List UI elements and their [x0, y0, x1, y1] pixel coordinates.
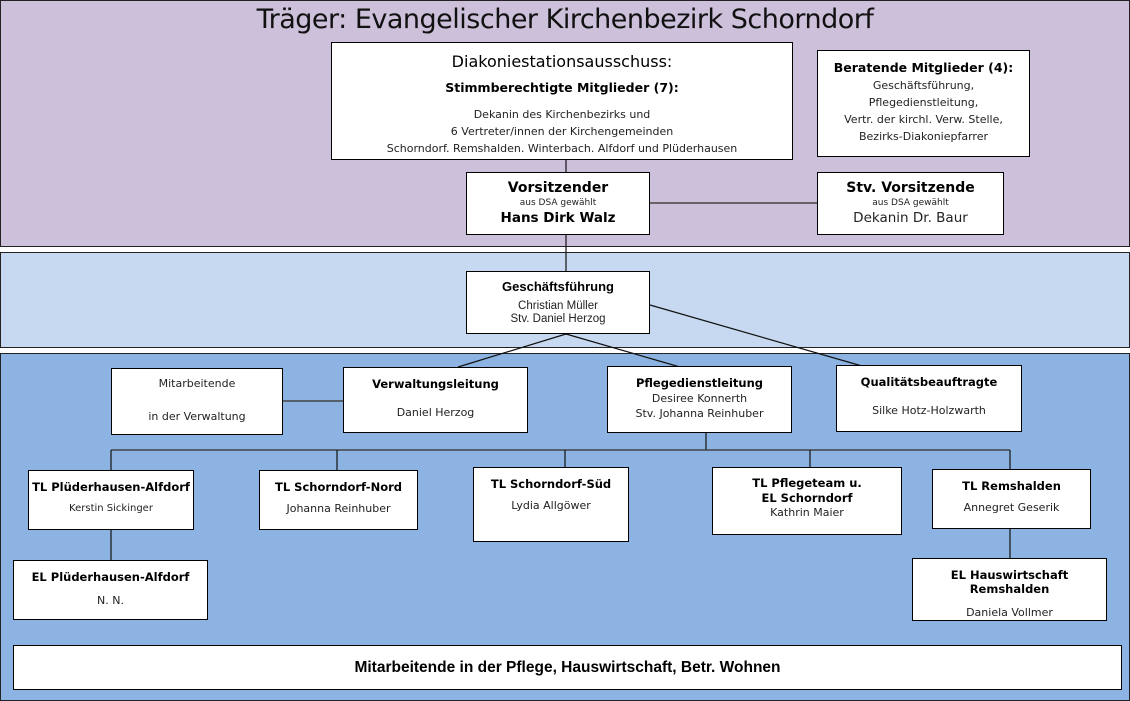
advisory-line: Pflegedienstleitung, — [868, 96, 979, 109]
quality-name: Silke Hotz-Holzwarth — [872, 404, 986, 417]
team-lead-name: Johanna Reinhuber — [286, 502, 391, 515]
unit-lead-heading: EL Plüderhausen-Alfdorf — [31, 570, 190, 584]
advisory-line: Vertr. der kirchl. Verw. Stelle, — [844, 113, 1003, 126]
management-deputy: Stv. Daniel Herzog — [510, 313, 606, 325]
team-lead-heading: TL Pflegeteam u. — [752, 476, 862, 490]
team-lead-heading: TL Plüderhausen-Alfdorf — [32, 480, 190, 494]
advisory-box: Beratende Mitglieder (4): Geschäftsführu… — [817, 50, 1030, 157]
chair-heading: Vorsitzender — [507, 180, 609, 196]
care-lead-deputy: Stv. Johanna Reinhuber — [635, 407, 764, 420]
team-lead-heading-2: EL Schorndorf — [761, 491, 853, 505]
chair-note: aus DSA gewählt — [519, 198, 597, 208]
team-lead-name: Kerstin Sickinger — [69, 503, 153, 514]
unit-lead-heading: EL Hauswirtschaft Remshalden — [950, 568, 1069, 596]
vice-chair-name: Dekanin Dr. Baur — [853, 210, 968, 226]
vice-chair-heading: Stv. Vorsitzende — [846, 180, 975, 196]
dsa-line: Schorndorf. Remshalden. Winterbach. Alfd… — [386, 142, 738, 155]
unit-lead-name: N. N. — [97, 594, 124, 607]
admin-staff-line: in der Verwaltung — [148, 410, 246, 423]
team-lead-name: Annegret Geserik — [963, 501, 1060, 514]
vice-chair-note: aus DSA gewählt — [872, 198, 949, 208]
advisory-heading: Beratende Mitglieder (4): — [833, 60, 1014, 75]
team-lead-name: Lydia Allgöwer — [511, 499, 591, 512]
vice-chair-box: Stv. Vorsitzende aus DSA gewählt Dekanin… — [817, 172, 1004, 235]
care-lead-name: Desiree Konnerth — [651, 392, 748, 405]
unit-lead-box: EL Plüderhausen-Alfdorf N. N. — [13, 560, 208, 620]
team-lead-box: TL Remshalden Annegret Geserik — [932, 469, 1091, 529]
management-name: Christian Müller — [518, 300, 598, 312]
team-lead-name: Kathrin Maier — [770, 506, 844, 519]
admin-lead-heading: Verwaltungsleitung — [372, 377, 499, 391]
staff-footer-box: Mitarbeitende in der Pflege, Hauswirtsch… — [13, 645, 1122, 690]
team-lead-heading: TL Schorndorf-Süd — [490, 477, 612, 491]
team-lead-box: TL Pflegeteam u. EL Schorndorf Kathrin M… — [712, 467, 902, 535]
care-lead-box: Pflegedienstleitung Desiree Konnerth Stv… — [607, 366, 792, 433]
admin-staff-line: Mitarbeitende — [158, 377, 236, 390]
advisory-line: Geschäftsführung, — [872, 79, 975, 92]
unit-lead-name: Daniela Vollmer — [966, 606, 1053, 619]
admin-lead-box: Verwaltungsleitung Daniel Herzog — [343, 367, 528, 433]
advisory-line: Bezirks-Diakoniepfarrer — [858, 130, 988, 143]
quality-heading: Qualitätsbeauftragte — [860, 375, 998, 389]
chair-name: Hans Dirk Walz — [500, 210, 616, 226]
care-lead-heading: Pflegedienstleitung — [635, 376, 764, 390]
staff-footer-label: Mitarbeitende in der Pflege, Hauswirtsch… — [354, 659, 781, 676]
team-lead-heading: TL Schorndorf-Nord — [274, 480, 403, 494]
dsa-heading: Diakoniestationsausschuss: — [451, 52, 673, 71]
page-title: Träger: Evangelischer Kirchenbezirk Scho… — [256, 4, 874, 35]
team-lead-heading: TL Remshalden — [962, 479, 1061, 493]
chair-box: Vorsitzender aus DSA gewählt Hans Dirk W… — [466, 172, 650, 235]
team-lead-box: TL Plüderhausen-Alfdorf Kerstin Sickinge… — [28, 470, 194, 530]
admin-lead-name: Daniel Herzog — [396, 406, 475, 419]
management-heading: Geschäftsführung — [502, 279, 614, 294]
management-box: Geschäftsführung Christian Müller Stv. D… — [466, 271, 650, 334]
quality-box: Qualitätsbeauftragte Silke Hotz-Holzwart… — [836, 365, 1022, 432]
dsa-line: Dekanin des Kirchenbezirks und — [473, 108, 651, 121]
admin-staff-box: Mitarbeitende in der Verwaltung — [111, 368, 283, 435]
team-lead-box: TL Schorndorf-Nord Johanna Reinhuber — [259, 470, 418, 530]
team-lead-box: TL Schorndorf-Süd Lydia Allgöwer — [473, 467, 629, 542]
dsa-subheading: Stimmberechtigte Mitglieder (7): — [445, 80, 679, 95]
dsa-line: 6 Vertreter/innen der Kirchengemeinden — [450, 125, 674, 138]
unit-lead-box: EL Hauswirtschaft Remshalden Daniela Vol… — [912, 558, 1107, 621]
dsa-box: Diakoniestationsausschuss: Stimmberechti… — [331, 42, 793, 160]
